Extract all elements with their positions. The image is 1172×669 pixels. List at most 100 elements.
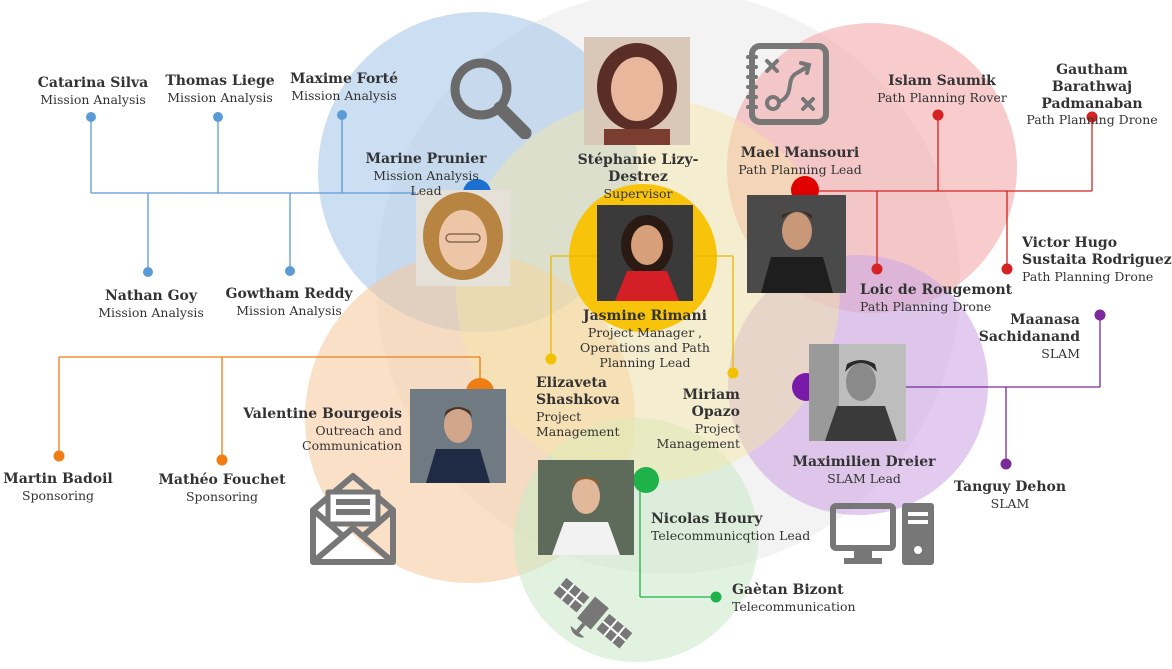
photo-mael (747, 195, 846, 293)
computer-icon (830, 503, 934, 565)
person-mael: Mael Mansouri Path Planning Lead (730, 145, 870, 177)
person-stephanie: Stéphanie Lizy-Destrez Supervisor (548, 152, 728, 201)
mission-analysis-lead-dot (463, 179, 491, 193)
person-matheo: Mathéo Fouchet Sponsoring (152, 472, 292, 504)
telecom-lead-dot (633, 467, 659, 493)
photo-nicolas (538, 460, 634, 555)
person-name: Valentine Bourgeois (243, 406, 402, 422)
person-name: Shashkova (536, 391, 620, 408)
person-role: Project (536, 408, 582, 424)
person-jasmine: Jasmine Rimani Project Manager , Operati… (570, 308, 720, 370)
person-nathan: Nathan Goy Mission Analysis (81, 288, 221, 320)
person-role: Management (536, 423, 620, 439)
person-role: Sponsoring (185, 488, 259, 504)
person-name: Tanguy Dehon (953, 479, 1067, 495)
person-name: Mael Mansouri (740, 145, 860, 161)
person-elizaveta: Elizaveta Shashkova Project Management (536, 375, 646, 439)
person-islam: Islam Saumik Path Planning Rover (872, 73, 1012, 105)
person-role: Path Planning Lead (738, 161, 862, 177)
person-name: Martin Badoil (3, 471, 113, 487)
person-victor: Victor Hugo Sustaita Rodriguez Path Plan… (1022, 235, 1172, 284)
person-name: Miriam Opazo (682, 387, 740, 420)
person-thomas: Thomas Liege Mission Analysis (150, 73, 290, 105)
strategy-board-icon (746, 43, 829, 125)
person-name: Maximilien Dreier (792, 454, 936, 470)
person-name: Maanasa (1010, 312, 1080, 328)
management-dots (545, 353, 739, 379)
outreach-dots (53, 450, 228, 466)
person-role: Telecommunication (732, 598, 856, 614)
person-name: Padmanaban (1041, 95, 1143, 112)
person-catarina: Catarina Silva Mission Analysis (23, 75, 163, 107)
person-role: Path Planning Rover (877, 89, 1007, 105)
person-miriam: Miriam Opazo Project Management (630, 387, 740, 451)
photo-marine (416, 190, 510, 286)
person-gowtham: Gowtham Reddy Mission Analysis (219, 286, 359, 318)
search-icon (450, 58, 532, 139)
mission-analysis-circle (318, 12, 638, 332)
telecom-connectors (639, 480, 716, 598)
person-loic: Loic de Rougemont Path Planning Drone (860, 282, 1020, 314)
person-maanasa: Maanasa Sachidanand SLAM (960, 312, 1080, 361)
person-gautham: Gautham Barathwaj Padmanaban Path Planni… (1020, 62, 1164, 127)
person-role: SLAM Lead (827, 470, 901, 486)
person-role: Mission Analysis (167, 89, 273, 105)
person-martin: Martin Badoil Sponsoring (0, 471, 116, 503)
envelope-icon (310, 473, 396, 565)
person-gaetan: Gaètan Bizont Telecommunication (732, 582, 882, 614)
person-name: Gautham Barathwaj (1051, 62, 1133, 95)
person-name: Thomas Liege (165, 73, 275, 89)
photo-maximilien (809, 344, 906, 441)
management-connectors (550, 255, 734, 373)
person-nicolas: Nicolas Houry Telecommunicqtion Lead (651, 511, 831, 543)
slam-dots (1000, 309, 1106, 470)
person-role: Mission Analysis Lead (373, 167, 479, 198)
person-role: Operations and Path (580, 339, 710, 355)
person-role: Path Planning Drone (860, 298, 992, 314)
person-name: Sachidanand (978, 328, 1080, 345)
person-maxime: Maxime Forté Mission Analysis (274, 71, 414, 103)
person-name: Catarina Silva (37, 75, 149, 91)
satellite-icon (553, 577, 633, 649)
person-name: Mathéo Fouchet (158, 472, 286, 488)
person-name: Nicolas Houry (651, 511, 763, 527)
person-role: Outreach and (315, 422, 402, 438)
person-name: Nathan Goy (104, 288, 198, 304)
person-name: Marine Prunier (365, 151, 487, 167)
telecom-dot (710, 591, 722, 603)
person-name: Islam Saumik (888, 73, 996, 89)
person-maximilien: Maximilien Dreier SLAM Lead (784, 454, 944, 486)
photo-jasmine (597, 205, 693, 301)
person-role: Telecommunicqtion Lead (651, 527, 811, 543)
slam-connectors (906, 315, 1101, 464)
person-name: Stéphanie Lizy-Destrez (577, 152, 699, 185)
person-role: Project (694, 420, 740, 436)
person-role: Mission Analysis (40, 91, 146, 107)
mission-analysis-dots (86, 110, 347, 277)
person-role: SLAM (990, 495, 1030, 511)
path-planning-dots (871, 109, 1098, 275)
person-role: Mission Analysis (291, 87, 397, 103)
person-name: Gowtham Reddy (225, 286, 353, 302)
person-role: Mission Analysis (98, 304, 204, 320)
photo-valentine (410, 389, 506, 483)
person-role: Mission Analysis (236, 302, 342, 318)
person-tanguy: Tanguy Dehon SLAM (940, 479, 1080, 511)
person-name: Elizaveta (536, 375, 607, 391)
person-role: Path Planning Drone (1026, 112, 1158, 128)
person-role: Management (656, 435, 740, 451)
person-role: Planning Lead (599, 354, 691, 370)
person-marine: Marine Prunier Mission Analysis Lead (356, 151, 496, 198)
person-role: Path Planning Drone (1022, 268, 1154, 284)
person-role: Communication (302, 437, 402, 453)
outreach-connectors (58, 356, 481, 460)
person-role: Supervisor (603, 185, 673, 201)
person-name: Loic de Rougemont (860, 282, 1013, 298)
person-name: Gaètan Bizont (732, 582, 844, 598)
photo-stephanie (584, 37, 690, 145)
path-planning-connectors (805, 115, 1093, 269)
person-role: Sponsoring (21, 487, 95, 503)
person-role: Project Manager , (587, 324, 703, 340)
person-role: SLAM (1041, 345, 1080, 361)
person-name: Victor Hugo (1022, 235, 1118, 251)
